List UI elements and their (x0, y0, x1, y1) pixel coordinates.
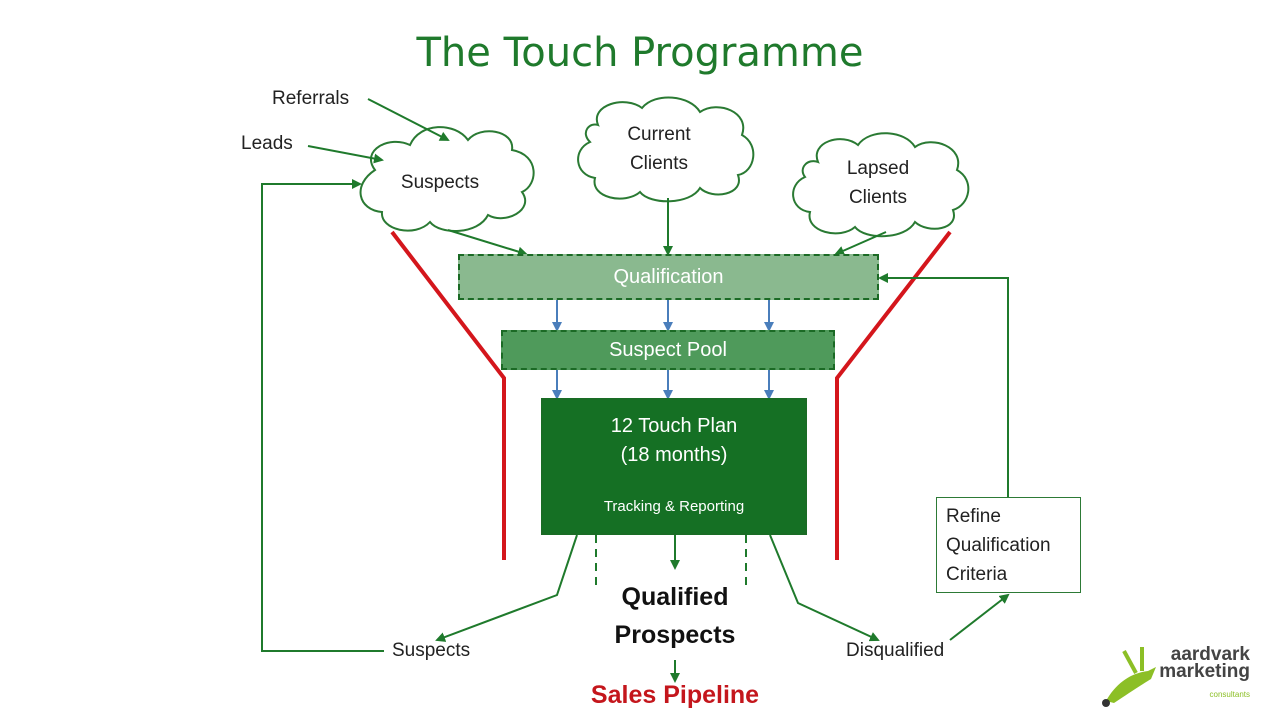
arrow-suspects-to-qualification (447, 229, 528, 257)
cloud-current-line1: Current (627, 124, 691, 145)
aardvark-logo-icon (1102, 647, 1156, 707)
arrow-referrals (367, 98, 450, 141)
funnel-right-wall (835, 230, 952, 560)
cloud-lapsed-clients-label: Lapsed Clients (818, 154, 938, 212)
touch-plan-line1: 12 Touch Plan (610, 415, 738, 437)
cloud-lapsed-clients (792, 132, 970, 238)
refine-line2: Qualification (946, 535, 1051, 556)
label-referrals: Referrals (272, 88, 350, 109)
arrow-feedback-refine (878, 273, 1009, 497)
arrow-feedback-suspects (261, 179, 384, 652)
qualification-box: Qualification (458, 254, 879, 300)
qualified-line2: Prospects (614, 621, 736, 649)
cloud-current-clients (577, 96, 755, 203)
refine-criteria-box: Refine Qualification Criteria (936, 497, 1081, 593)
sales-pipeline-label: Sales Pipeline (590, 681, 760, 709)
label-leads: Leads (241, 133, 293, 154)
page-title: The Touch Programme (416, 30, 864, 76)
cloud-lapsed-line2: Clients (848, 187, 908, 208)
touch-plan-title: 12 Touch Plan (18 months) (543, 412, 805, 470)
cloud-current-line2: Clients (629, 153, 689, 174)
cloud-suspects (359, 126, 535, 233)
touch-plan-box: 12 Touch Plan (18 months) Tracking & Rep… (541, 398, 807, 535)
refine-line1: Refine (946, 506, 1001, 527)
logo-subtitle: consultants (1209, 690, 1250, 699)
arrow-lapsed-to-qualification (834, 231, 887, 256)
arrow-plan-to-disqualified (769, 534, 880, 642)
funnel-left-wall (390, 230, 506, 560)
logo-wordmark: aardvark marketing (1150, 644, 1250, 682)
cloud-current-clients-label: Current Clients (599, 120, 719, 178)
output-disqualified-label: Disqualified (846, 640, 945, 661)
arrow-disqualified-to-refine (949, 593, 1010, 641)
touch-plan-line2: (18 months) (620, 444, 728, 466)
arrow-plan-to-suspects (435, 534, 578, 642)
cloud-lapsed-line1: Lapsed (846, 158, 910, 179)
cloud-suspects-label: Suspects (400, 172, 480, 193)
tracking-reporting-label: Tracking & Reporting (603, 498, 745, 515)
qualified-line1: Qualified (621, 583, 729, 611)
qualified-prospects-label: Qualified Prospects (575, 578, 775, 654)
logo-line2: marketing (1159, 661, 1250, 682)
logo-line1: aardvark (1170, 644, 1250, 665)
output-suspects-label: Suspects (392, 640, 471, 661)
refine-line3: Criteria (946, 564, 1008, 585)
suspect-pool-box: Suspect Pool (501, 330, 835, 370)
arrow-leads (307, 145, 384, 164)
